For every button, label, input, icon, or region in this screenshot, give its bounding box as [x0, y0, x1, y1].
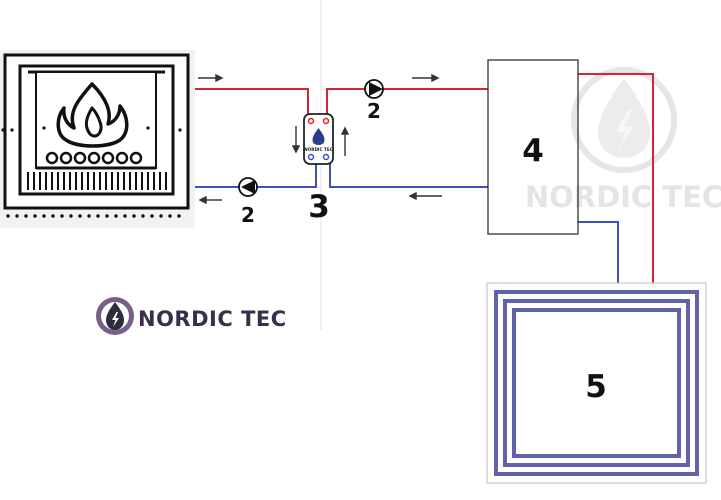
floor-supply-pipe — [578, 73, 654, 283]
floor-heating — [486, 282, 707, 484]
coal — [45, 151, 59, 165]
primary-supply-pipe — [195, 88, 309, 118]
coal — [73, 151, 87, 165]
bottom-dots — [6, 214, 181, 218]
floor-outline — [486, 282, 707, 484]
pump-icon — [238, 177, 258, 197]
heat-exchanger: NORDIC TEC — [303, 113, 334, 165]
pipes — [195, 73, 654, 283]
secondary-return-pipe — [329, 161, 488, 188]
exchanger-logo-icon — [312, 128, 325, 145]
exchanger-port — [307, 117, 315, 125]
buffer-tank — [487, 59, 579, 235]
arrow-icon — [412, 73, 440, 83]
coal — [101, 151, 115, 165]
pump-top-triangle — [369, 82, 383, 96]
watermark-text: NORDIC TEC — [525, 180, 721, 214]
watermark-ring — [571, 67, 677, 173]
arrow-icon — [291, 126, 301, 154]
arrow-icon — [340, 126, 350, 156]
flame-icon — [56, 82, 129, 148]
floor-coil-outer — [494, 290, 699, 476]
pump-top-label: 2 — [367, 99, 381, 123]
inner-flame-icon — [84, 106, 103, 138]
exchanger-port — [307, 153, 315, 161]
arrow-icon — [408, 191, 442, 201]
exchanger-label: 3 — [308, 189, 330, 225]
exchanger-brand-text: NORDIC TEC — [304, 147, 333, 152]
watermark-bolt-icon — [616, 110, 634, 150]
nordic-tec-logo-icon — [96, 297, 134, 335]
arrow-icon — [198, 195, 222, 205]
exchanger-port — [322, 153, 330, 161]
floor-coil-middle — [503, 299, 690, 467]
pump-icon — [364, 79, 384, 99]
primary-return-pipe — [195, 161, 317, 188]
exchanger-port — [322, 117, 330, 125]
flow-arrows — [198, 73, 442, 205]
coal — [115, 151, 129, 165]
coal — [87, 151, 101, 165]
coal — [129, 151, 143, 165]
coal — [59, 151, 73, 165]
floor-coil-inner — [512, 308, 681, 458]
coals — [45, 151, 143, 165]
secondary-supply-pipe — [326, 88, 488, 118]
logo-bolt-icon — [112, 312, 119, 327]
fireplace-icon — [0, 50, 195, 228]
brand-name: NORDIC TEC — [138, 307, 287, 331]
tank-label: 4 — [522, 133, 544, 169]
ash-grate — [27, 172, 167, 190]
pump-bottom-triangle — [241, 180, 255, 194]
watermark-logo: NORDIC TEC — [525, 67, 721, 214]
side-dots — [1, 126, 190, 132]
floor-label: 5 — [585, 369, 607, 405]
arrow-icon — [198, 73, 224, 83]
pump-bottom-label: 2 — [241, 203, 255, 227]
floor-return-pipe — [578, 221, 619, 283]
